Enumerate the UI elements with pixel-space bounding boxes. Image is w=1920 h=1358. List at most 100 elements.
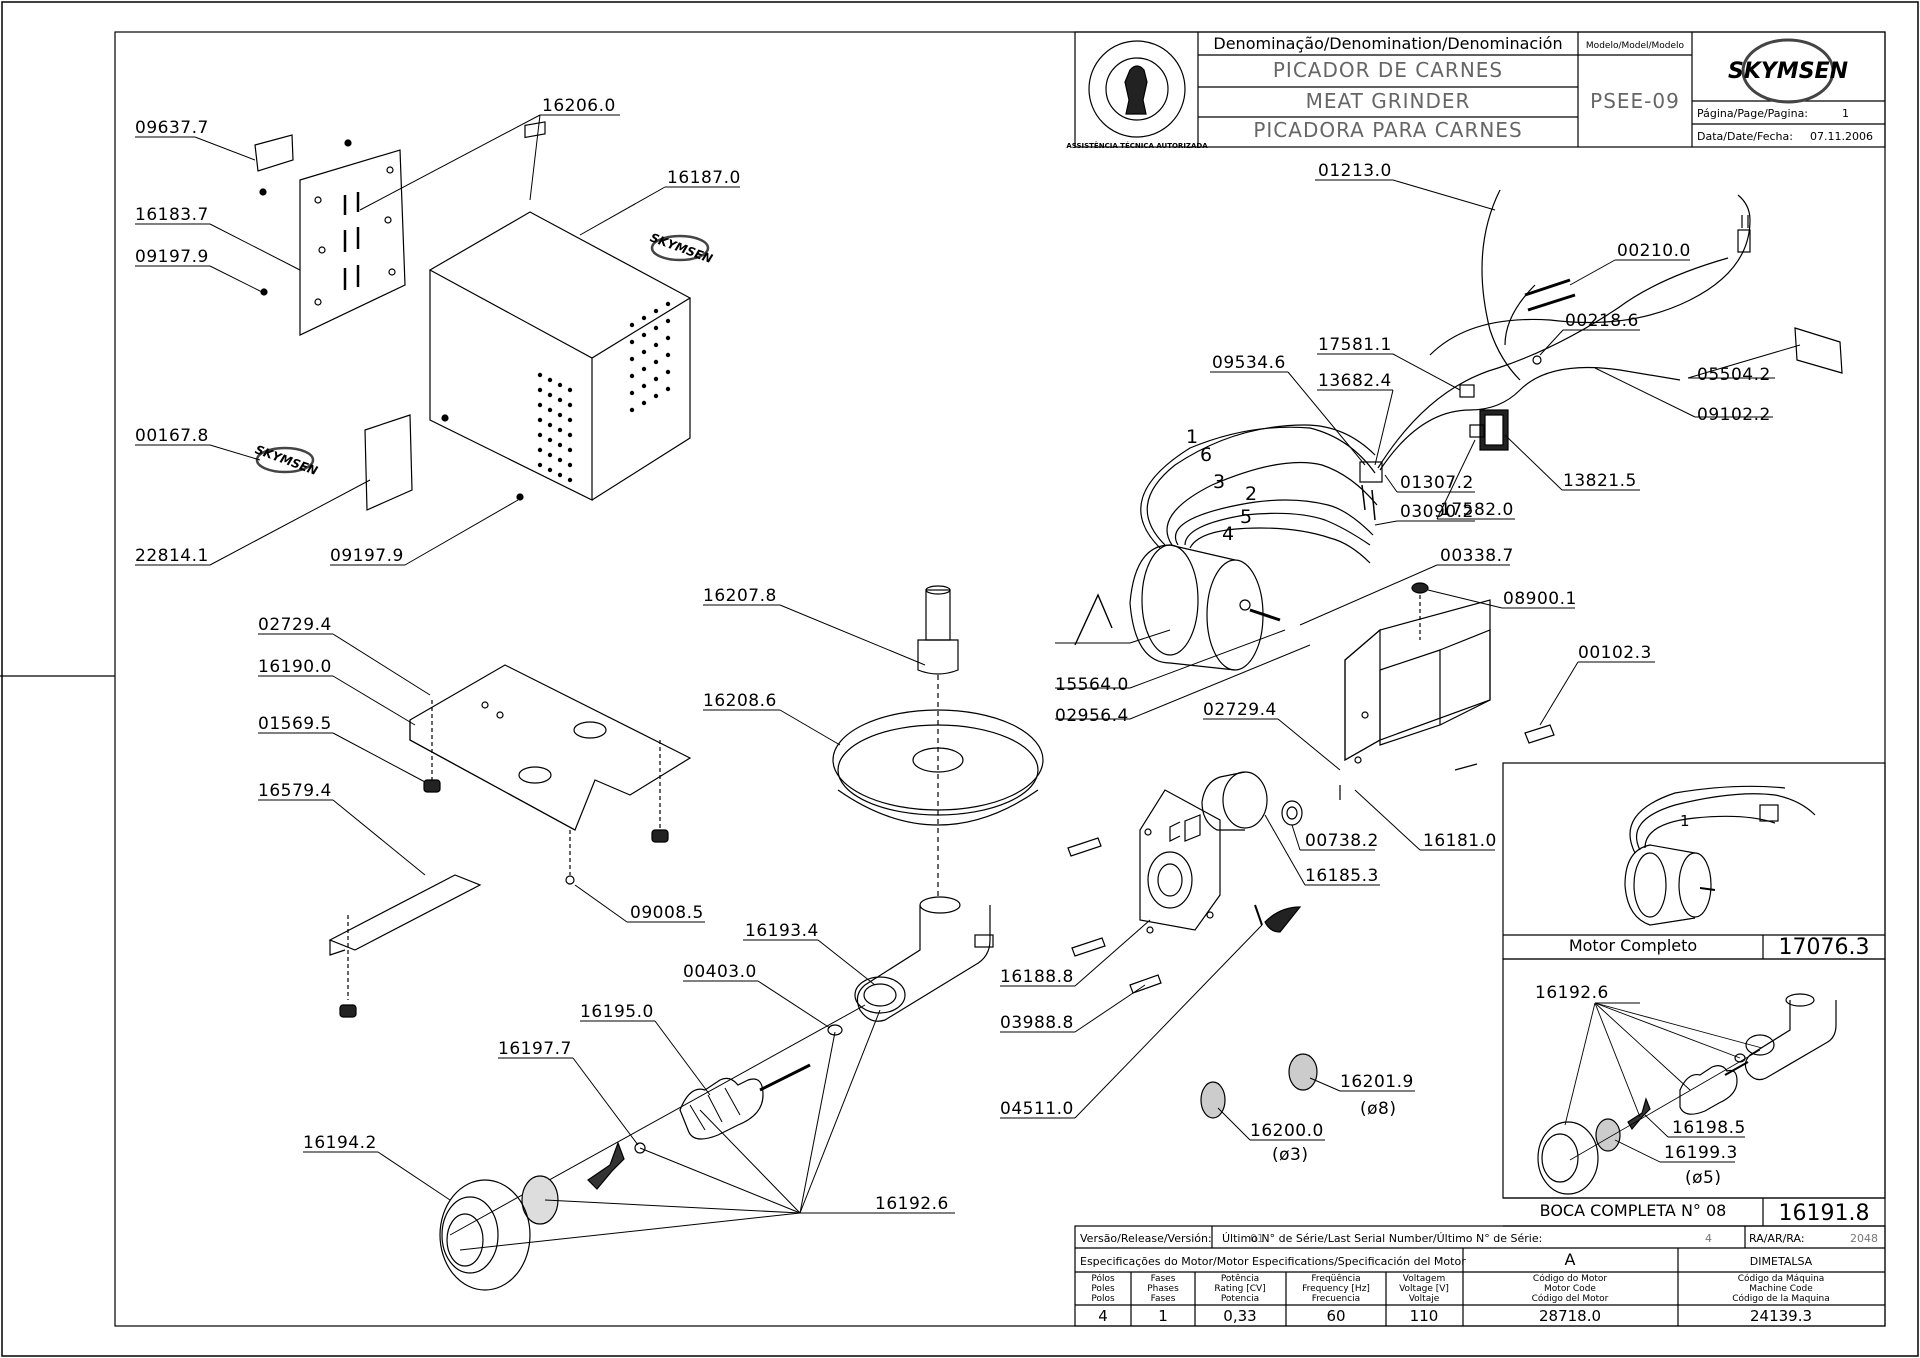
spec-header: Frecuencia: [1312, 1294, 1360, 1304]
part-label: 00403.0: [683, 962, 757, 982]
spec-header: Machine Code: [1749, 1284, 1813, 1294]
part-label: 17581.1: [1318, 335, 1392, 355]
part-label: 15564.0: [1055, 675, 1129, 695]
part-label: 13682.4: [1318, 371, 1392, 391]
spec-header: Voltage [V]: [1399, 1284, 1449, 1294]
part-label: 16194.2: [303, 1133, 377, 1153]
spec-header: Freqüência: [1311, 1273, 1360, 1284]
part-label: 08900.1: [1503, 589, 1577, 609]
part-label: 16197.7: [498, 1039, 572, 1059]
motor-type: A: [1565, 1250, 1576, 1269]
part-label: 17582.0: [1440, 500, 1514, 520]
wire-number: 5: [1240, 506, 1252, 528]
part-label: 00167.8: [135, 426, 209, 446]
spec-header: Potencia: [1221, 1294, 1259, 1304]
version-value: 01: [1250, 1232, 1264, 1245]
spec-header: Código da Máquina: [1738, 1273, 1825, 1284]
model-code: PSEE-09: [1590, 89, 1680, 113]
spec-header: Polos: [1091, 1294, 1115, 1304]
inset-part-label: 16198.5: [1672, 1118, 1746, 1138]
spec-value: 110: [1410, 1307, 1439, 1325]
part-label: 00218.6: [1565, 311, 1639, 331]
part-label: 16207.8: [703, 586, 777, 606]
part-label: 16183.7: [135, 205, 209, 225]
spec-header: Voltagem: [1403, 1274, 1446, 1284]
date-value: 07.11.2006: [1810, 130, 1873, 143]
spec-value: 4: [1098, 1307, 1108, 1325]
part-label: 01213.0: [1318, 161, 1392, 181]
spec-value: 24139.3: [1750, 1307, 1812, 1325]
wire-number: 4: [1222, 523, 1234, 545]
spec-header: Código de la Maquina: [1732, 1293, 1830, 1304]
part-label: 09008.5: [630, 903, 704, 923]
part-label: 03090.2: [1400, 502, 1474, 522]
wire-number: 3: [1213, 471, 1225, 493]
part-label: 16193.4: [745, 921, 819, 941]
spec-value: 1: [1158, 1307, 1168, 1325]
part-label: 16201.9: [1340, 1072, 1414, 1092]
spec-header: Poles: [1091, 1284, 1115, 1294]
part-label: 16195.0: [580, 1002, 654, 1022]
part-label: 09102.2: [1697, 405, 1771, 425]
machine-name-pt: PICADOR DE CARNES: [1273, 58, 1503, 82]
part-label: 05504.2: [1697, 365, 1771, 385]
part-label: 09534.6: [1212, 353, 1286, 373]
motor-complete-label: Motor Completo: [1569, 936, 1697, 955]
spec-header: Voltaje: [1409, 1294, 1440, 1304]
part-label: 00102.3: [1578, 643, 1652, 663]
part-label: 16187.0: [667, 168, 741, 188]
hole-size-d3: (ø3): [1272, 1145, 1308, 1165]
part-label: 16190.0: [258, 657, 332, 677]
part-label: 16192.6: [875, 1194, 949, 1214]
model-header: Modelo/Model/Modelo: [1586, 41, 1685, 51]
part-label: 16200.0: [1250, 1121, 1324, 1141]
ra-value: 2048: [1850, 1232, 1878, 1245]
spec-header: Phases: [1147, 1284, 1179, 1294]
motor-supplier: DIMETALSA: [1750, 1255, 1813, 1268]
spec-header: Código do Motor: [1533, 1273, 1607, 1284]
inset-part-label: 16199.3: [1664, 1143, 1738, 1163]
hole-size-d5: (ø5): [1685, 1168, 1721, 1188]
spec-header: Rating [CV]: [1214, 1284, 1265, 1294]
spec-header: Fases: [1151, 1294, 1176, 1304]
wire-number: 2: [1245, 483, 1257, 505]
spec-value: 60: [1326, 1307, 1345, 1325]
motor-spec-label: Especificações do Motor/Motor Especifica…: [1080, 1255, 1466, 1268]
spec-header: Motor Code: [1544, 1284, 1596, 1294]
part-label: 16579.4: [258, 781, 332, 801]
part-label: 09197.9: [135, 247, 209, 267]
part-label: 03988.8: [1000, 1013, 1074, 1033]
seal-text: ASSISTÊNCIA TÉCNICA AUTORIZADA: [1066, 141, 1208, 150]
boca-complete-code: 16191.8: [1779, 1201, 1870, 1226]
date-label: Data/Date/Fecha:: [1697, 130, 1793, 143]
part-label: 00210.0: [1617, 241, 1691, 261]
page-number: 1: [1842, 107, 1849, 120]
part-label: 00738.2: [1305, 831, 1379, 851]
part-label: 04511.0: [1000, 1099, 1074, 1119]
machine-name-en: MEAT GRINDER: [1306, 89, 1471, 113]
denomination-header: Denominação/Denomination/Denominación: [1213, 34, 1562, 53]
spec-header: Código del Motor: [1532, 1293, 1609, 1304]
motor-complete-code: 17076.3: [1779, 935, 1870, 960]
part-label: 16208.6: [703, 691, 777, 711]
part-label: 13821.5: [1563, 471, 1637, 491]
part-label: 01307.2: [1400, 473, 1474, 493]
serial-value: 4: [1705, 1232, 1712, 1245]
inset-part-label: 16192.6: [1535, 983, 1609, 1003]
hole-size-d8: (ø8): [1360, 1099, 1396, 1119]
spec-header: Potência: [1221, 1273, 1259, 1284]
wire-number-inset: 1: [1680, 812, 1690, 830]
version-label: Versão/Release/Versión:: [1080, 1232, 1212, 1245]
spec-value: 28718.0: [1539, 1307, 1601, 1325]
part-label: 02956.4: [1055, 706, 1129, 726]
part-label: 09197.9: [330, 546, 404, 566]
part-label: 16181.0: [1423, 831, 1497, 851]
spec-value: 0,33: [1223, 1307, 1256, 1325]
boca-complete-label: BOCA COMPLETA N° 08: [1540, 1201, 1727, 1220]
spec-header: Fases: [1151, 1274, 1176, 1284]
part-label: 02729.4: [258, 615, 332, 635]
brand-logo: SKYMSEN: [1728, 59, 1848, 84]
ra-label: RA/AR/RA:: [1749, 1232, 1805, 1245]
spec-header: Frequency [Hz]: [1302, 1284, 1370, 1294]
